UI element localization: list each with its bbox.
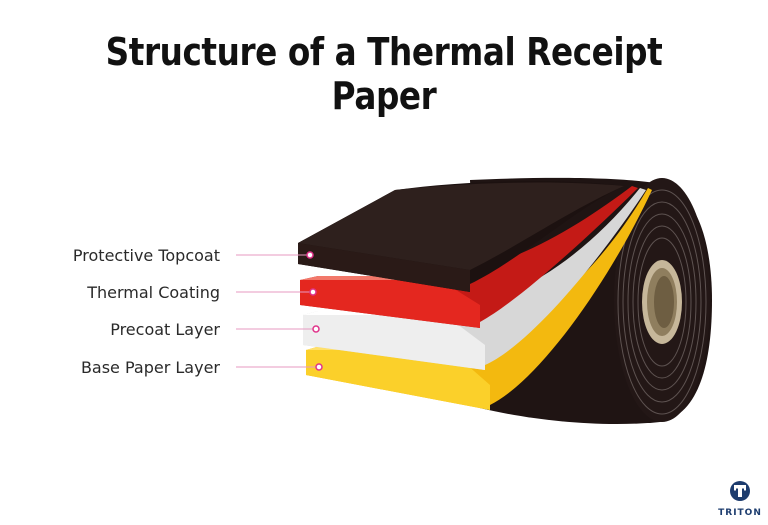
pointer-dot-base — [315, 363, 323, 371]
pointer-dot-topcoat — [306, 251, 314, 259]
page-title: Structure of a Thermal Receipt Paper — [105, 30, 663, 118]
label-base-paper-layer: Base Paper Layer — [80, 358, 220, 377]
pointer-lines — [236, 251, 323, 371]
triton-t-logo-icon — [730, 481, 750, 501]
label-precoat-layer: Precoat Layer — [110, 320, 220, 339]
triton-logo: TRITON — [718, 480, 762, 518]
logo-wordmark: TRITON — [718, 508, 762, 518]
label-thermal-coating: Thermal Coating — [87, 283, 220, 302]
pointer-dot-precoat — [312, 325, 320, 333]
layer-protective-topcoat — [298, 181, 624, 292]
pointer-dot-thermal — [309, 288, 317, 296]
label-protective-topcoat: Protective Topcoat — [72, 246, 220, 265]
